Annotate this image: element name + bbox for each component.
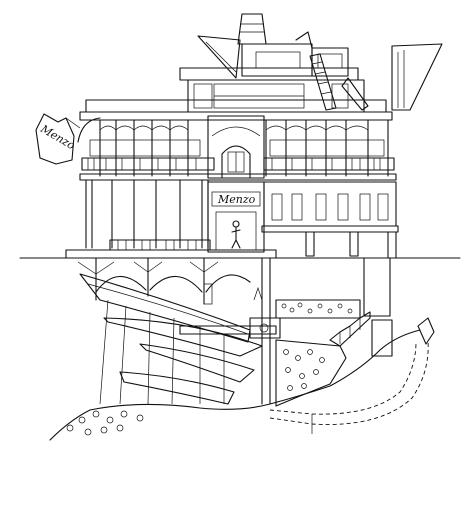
middle-level <box>65 179 399 259</box>
sign-main-text: Menzo <box>217 193 256 206</box>
upper-gallery <box>77 99 397 181</box>
menzo-sign-side: Menzo <box>35 113 81 165</box>
sign-side-text: Menzo <box>38 122 78 153</box>
menzo-sign-main: Menzo <box>217 193 256 206</box>
lower-structure <box>49 257 435 441</box>
roof-structures <box>179 13 443 113</box>
